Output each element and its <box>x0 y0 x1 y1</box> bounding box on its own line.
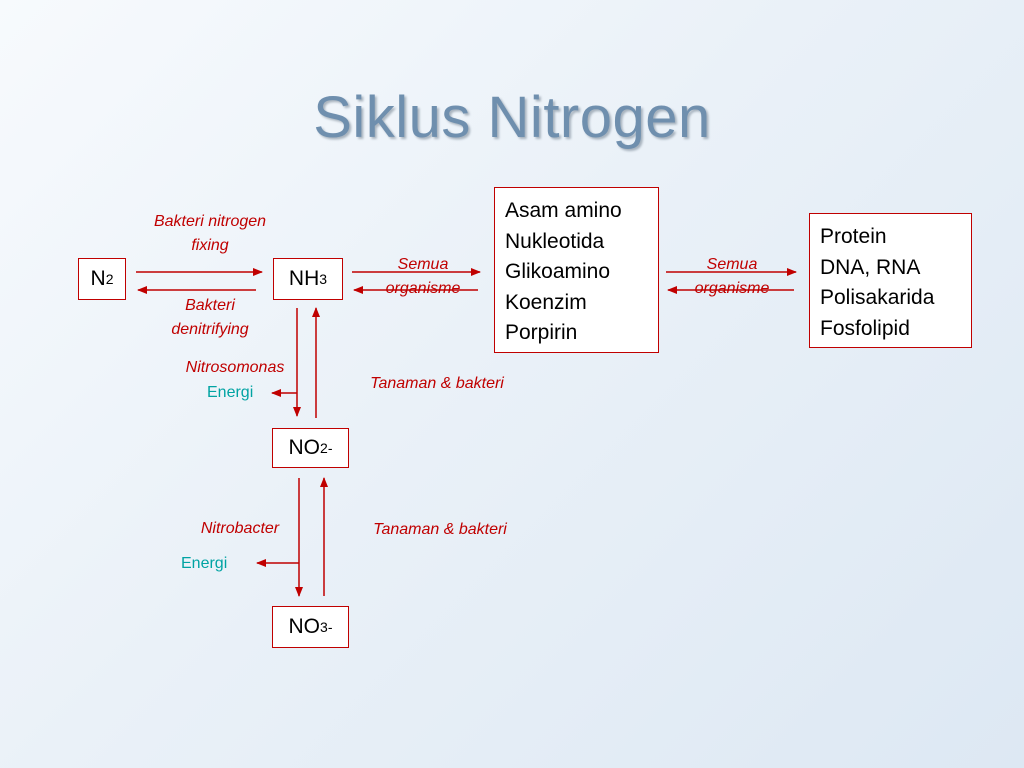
node-no3-main: NO <box>288 615 321 638</box>
node-macromolecules: Protein DNA, RNA Polisakarida Fosfolipid <box>809 213 972 348</box>
label-fixing: Bakteri nitrogen fixing <box>110 210 310 258</box>
organic-item: Koenzim <box>505 290 587 314</box>
label-nitrobacter: Nitrobacter <box>200 520 280 537</box>
organic-item: Nukleotida <box>505 229 605 253</box>
label-semua-organisme-1: Semua organisme <box>363 253 483 301</box>
label-denitrifying: Bakteri denitrifying <box>130 294 290 342</box>
macro-item: Polisakarida <box>820 286 935 309</box>
label-semua-2-line1: Semua <box>706 256 758 273</box>
organic-item: Porpirin <box>505 321 578 344</box>
label-denitrifying-line2: denitrifying <box>171 321 249 338</box>
label-semua-1-line2: organisme <box>385 280 461 297</box>
label-fixing-line1: Bakteri nitrogen <box>153 213 267 230</box>
slide-title: Siklus Nitrogen <box>313 85 711 150</box>
macro-item: Protein <box>820 225 887 248</box>
organic-item: Glikoamino <box>505 260 611 283</box>
label-semua-organisme-2: Semua organisme <box>672 253 792 301</box>
label-energi-1: Energi <box>207 384 254 401</box>
label-fixing-line2: fixing <box>191 237 229 254</box>
node-n2-main: N <box>90 267 106 290</box>
organic-item: Asam amino <box>505 199 622 222</box>
node-no2-main: NO <box>288 436 321 459</box>
label-energi-2: Energi <box>181 555 228 572</box>
label-semua-2-line2: organisme <box>694 280 770 297</box>
label-semua-1-line1: Semua <box>397 256 449 273</box>
label-denitrifying-line1: Bakteri <box>185 297 235 314</box>
label-nitrosomonas: Nitrosomonas <box>185 359 285 376</box>
macro-item: Fosfolipid <box>820 316 910 340</box>
macro-item: DNA, RNA <box>820 255 921 279</box>
label-tanaman-bakteri-2: Tanaman & bakteri <box>373 521 507 538</box>
node-organic-compounds: Asam amino Nukleotida Glikoamino Koenzim… <box>494 187 659 353</box>
node-nh3-main: NH <box>288 267 320 290</box>
label-tanaman-bakteri-1: Tanaman & bakteri <box>370 375 504 392</box>
